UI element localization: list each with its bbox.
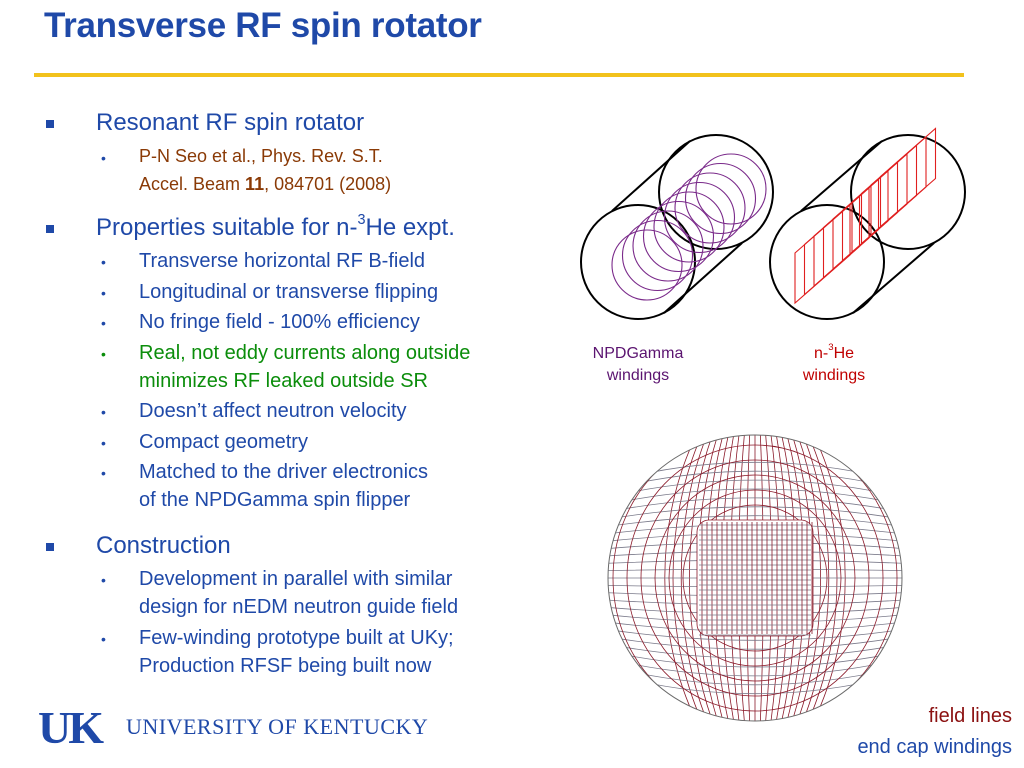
dot-bullet-icon: • bbox=[101, 254, 106, 270]
field-line bbox=[612, 435, 898, 721]
caption-line: windings bbox=[606, 367, 670, 384]
field-line bbox=[682, 504, 828, 652]
dot-bullet-icon: • bbox=[101, 346, 106, 362]
list-item: Transverse horizontal RF B-field bbox=[139, 250, 426, 272]
caption-line: n-3He bbox=[813, 342, 855, 362]
university-name: UNIVERSITY OF KENTUCKY bbox=[126, 714, 429, 739]
winding-loop bbox=[879, 127, 937, 228]
winding-ring bbox=[642, 200, 715, 273]
university-logo: UK UNIVERSITY OF KENTUCKY bbox=[38, 702, 428, 753]
winding-loop bbox=[794, 203, 851, 305]
equipotential-line bbox=[608, 506, 902, 520]
dot-bullet-icon: • bbox=[101, 404, 106, 420]
equipotential-line bbox=[608, 497, 902, 513]
caption-line: windings bbox=[802, 367, 866, 384]
winding-loop bbox=[813, 186, 870, 288]
dot-bullet-icon: • bbox=[101, 572, 106, 588]
bullet-heading-resonant: Resonant RF spin rotator bbox=[96, 109, 365, 136]
citation-line2: Accel. Beam 11, 084701 (2008) bbox=[139, 174, 392, 194]
list-item-cont: of the NPDGamma spin flipper bbox=[139, 489, 411, 511]
winding-ring bbox=[684, 162, 757, 235]
list-item: Few-winding prototype built at UKy; bbox=[139, 627, 454, 649]
square-bullet-icon bbox=[46, 543, 54, 551]
winding-ring bbox=[674, 172, 746, 244]
uk-logo-mark: UK bbox=[38, 702, 104, 753]
list-item: Development in parallel with similar bbox=[139, 568, 453, 590]
winding-ring bbox=[663, 181, 736, 254]
dot-bullet-icon: • bbox=[101, 631, 106, 647]
winding-ring bbox=[653, 191, 725, 263]
equipotential-line bbox=[608, 636, 902, 650]
equipotential-line bbox=[608, 488, 902, 506]
list-item-highlight-cont: minimizes RF leaked outside SR bbox=[139, 370, 428, 392]
end-cap-square bbox=[696, 519, 814, 637]
bullet-heading-properties: Properties suitable for n-3He expt. bbox=[96, 211, 455, 241]
equipotential-line bbox=[608, 657, 902, 677]
list-item: No fringe field - 100% efficiency bbox=[139, 311, 420, 333]
bullet-heading-construction: Construction bbox=[96, 532, 231, 559]
field-line bbox=[654, 474, 856, 682]
square-bullet-icon bbox=[46, 225, 54, 233]
page-title: Transverse RF spin rotator bbox=[44, 6, 482, 45]
equipotential-line bbox=[608, 643, 902, 659]
field-line bbox=[626, 444, 884, 712]
title-rule bbox=[34, 73, 964, 77]
field-line bbox=[668, 489, 842, 667]
list-item: Compact geometry bbox=[139, 431, 308, 453]
list-item-cont: Production RFSF being built now bbox=[139, 655, 432, 677]
caption-line: end cap windings bbox=[857, 736, 1012, 758]
dot-bullet-icon: • bbox=[101, 150, 106, 166]
field-lines-diagram bbox=[607, 434, 903, 722]
winding-ring bbox=[695, 153, 767, 225]
field-lines-caption: field lines end cap windings bbox=[792, 701, 1012, 763]
dot-bullet-icon: • bbox=[101, 315, 106, 331]
bullet-list: Resonant RF spin rotator • P-N Seo et al… bbox=[46, 109, 471, 677]
list-item-cont: design for nEDM neutron guide field bbox=[139, 596, 459, 618]
winding-loop bbox=[860, 144, 918, 245]
caption-line: field lines bbox=[928, 705, 1012, 727]
list-item: Doesn’t affect neutron velocity bbox=[139, 400, 407, 422]
winding-loop bbox=[870, 135, 927, 237]
field-line bbox=[640, 459, 870, 697]
he3-caption: n-3He windings bbox=[780, 343, 888, 387]
list-item-highlight: Real, not eddy currents along outside bbox=[139, 342, 471, 364]
caption-line: NPDGamma bbox=[592, 345, 684, 362]
equipotential-line bbox=[608, 515, 902, 528]
he3-windings-diagram bbox=[769, 127, 966, 320]
equipotential-line bbox=[608, 628, 902, 641]
list-item: Longitudinal or transverse flipping bbox=[139, 281, 439, 303]
npdgamma-windings-diagram bbox=[580, 134, 774, 320]
npdgamma-caption: NPDGamma windings bbox=[576, 343, 700, 387]
dot-bullet-icon: • bbox=[101, 435, 106, 451]
citation-line1: P-N Seo et al., Phys. Rev. S.T. bbox=[139, 146, 383, 166]
equipotential-line bbox=[608, 650, 902, 668]
winding-ring bbox=[632, 210, 704, 282]
winding-loop bbox=[832, 169, 889, 271]
equipotential-line bbox=[608, 479, 902, 499]
winding-ring bbox=[611, 229, 683, 301]
dot-bullet-icon: • bbox=[101, 465, 106, 481]
dot-bullet-icon: • bbox=[101, 285, 106, 301]
square-bullet-icon bbox=[46, 120, 54, 128]
winding-ring bbox=[621, 219, 694, 292]
winding-loop bbox=[851, 152, 908, 254]
list-item: Matched to the driver electronics bbox=[139, 461, 429, 483]
